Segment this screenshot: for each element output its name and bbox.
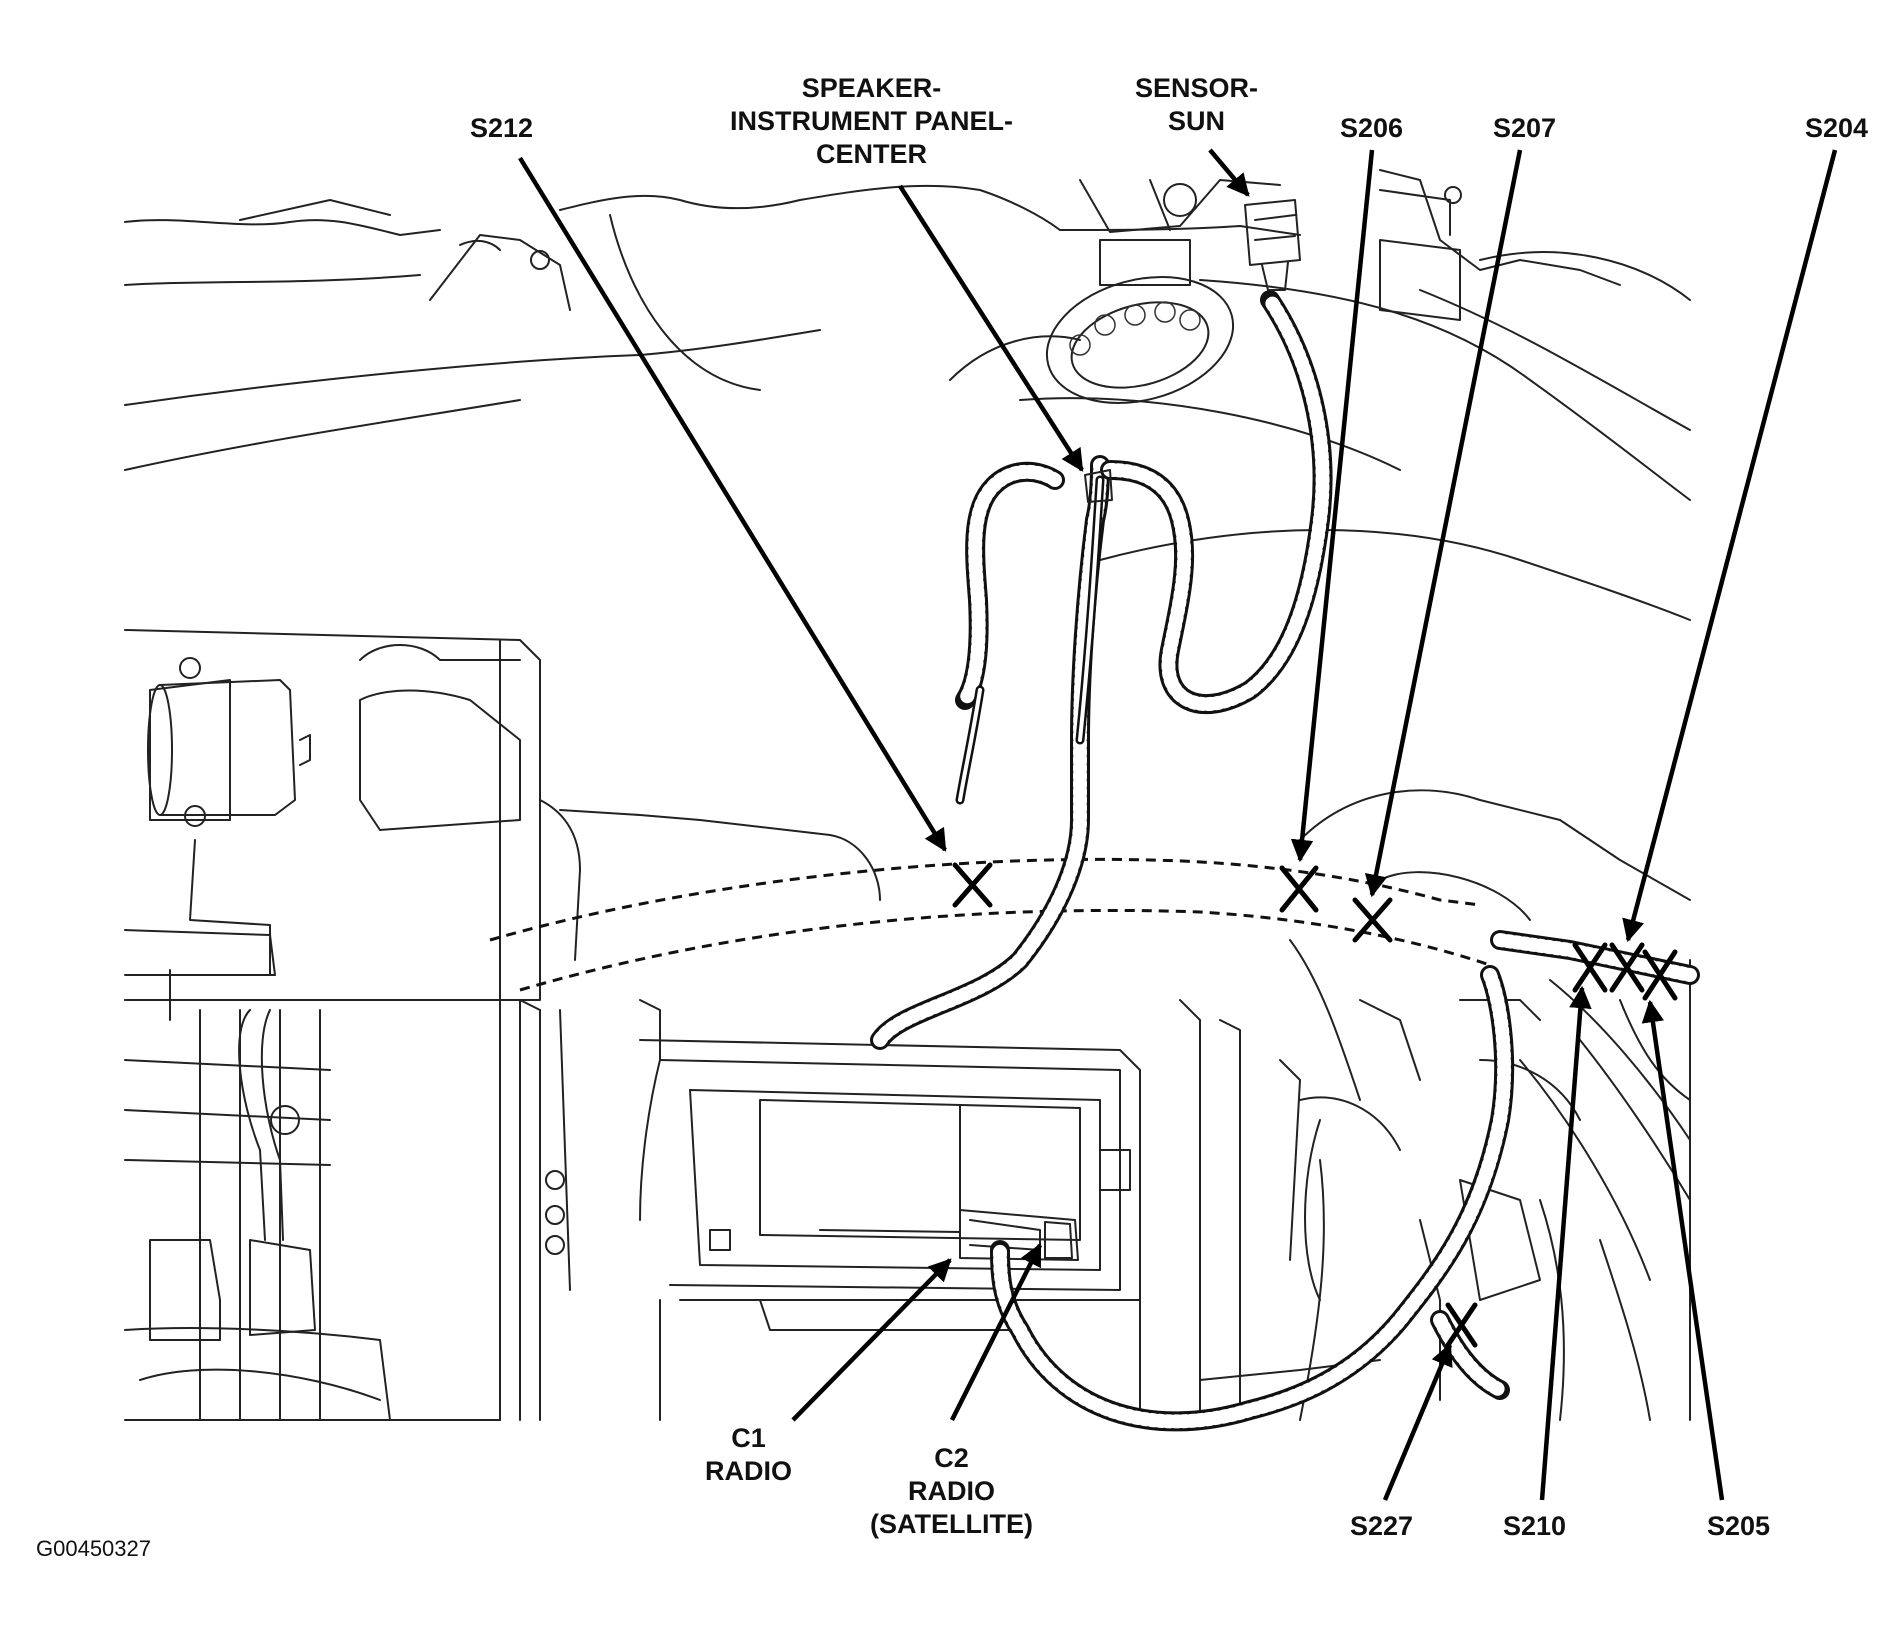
label-c2-line-1: C2 bbox=[934, 1443, 969, 1473]
main-harness bbox=[870, 290, 1700, 1432]
figure-id: G00450327 bbox=[36, 1536, 151, 1561]
label-c1-line-2: RADIO bbox=[705, 1456, 792, 1486]
splice-x-s212 bbox=[952, 862, 993, 908]
sun-sensor-connector bbox=[1244, 199, 1301, 291]
label-speaker-line-2: INSTRUMENT PANEL- bbox=[730, 106, 1013, 136]
label-speaker-line-3: CENTER bbox=[815, 139, 927, 169]
label-sensor-sun: SENSOR- SUN bbox=[1135, 72, 1258, 138]
label-s207: S207 bbox=[1493, 113, 1557, 143]
label-sensor-sun-line-1: SENSOR- bbox=[1135, 73, 1259, 103]
splice-markers bbox=[952, 862, 1678, 1348]
label-s227: S227 bbox=[1350, 1511, 1414, 1541]
splice-x-s207 bbox=[1352, 897, 1393, 943]
label-c1-radio: C1 RADIO bbox=[705, 1422, 792, 1488]
label-c2-line-2: RADIO bbox=[907, 1476, 995, 1506]
splice-x-s206 bbox=[1279, 865, 1319, 913]
harness-dashed-outline bbox=[489, 857, 1491, 992]
label-speaker-line-1: SPEAKER- bbox=[801, 73, 942, 103]
label-c2-line-3: (SATELLITE) bbox=[870, 1509, 1033, 1539]
label-c1-line-1: C1 bbox=[731, 1423, 766, 1453]
left-components bbox=[124, 629, 541, 1421]
label-s210: S210 bbox=[1503, 1511, 1567, 1541]
speaker-drawing bbox=[949, 276, 1235, 404]
label-sensor-sun-line-2: SUN bbox=[1168, 106, 1226, 136]
label-s206: S206 bbox=[1340, 113, 1404, 143]
label-s204: S204 bbox=[1805, 113, 1869, 143]
right-structure bbox=[1289, 789, 1691, 1421]
speaker-connector bbox=[1084, 469, 1113, 503]
label-speaker-instrument-panel-center: SPEAKER- INSTRUMENT PANEL- CENTER bbox=[730, 72, 1013, 171]
label-s205: S205 bbox=[1707, 1511, 1771, 1541]
center-console bbox=[499, 639, 1381, 1421]
splice-x-s227 bbox=[1445, 1302, 1478, 1348]
splice-x-s204 bbox=[1609, 942, 1645, 993]
dash-panel-outline bbox=[124, 169, 1691, 621]
label-s212: S212 bbox=[470, 113, 534, 143]
splice-x-s205 bbox=[1642, 949, 1678, 1001]
splice-x-s210 bbox=[1572, 942, 1608, 993]
label-c2-radio-satellite: C2 RADIO (SATELLITE) bbox=[870, 1442, 1033, 1541]
leader-lines bbox=[518, 148, 1838, 1501]
